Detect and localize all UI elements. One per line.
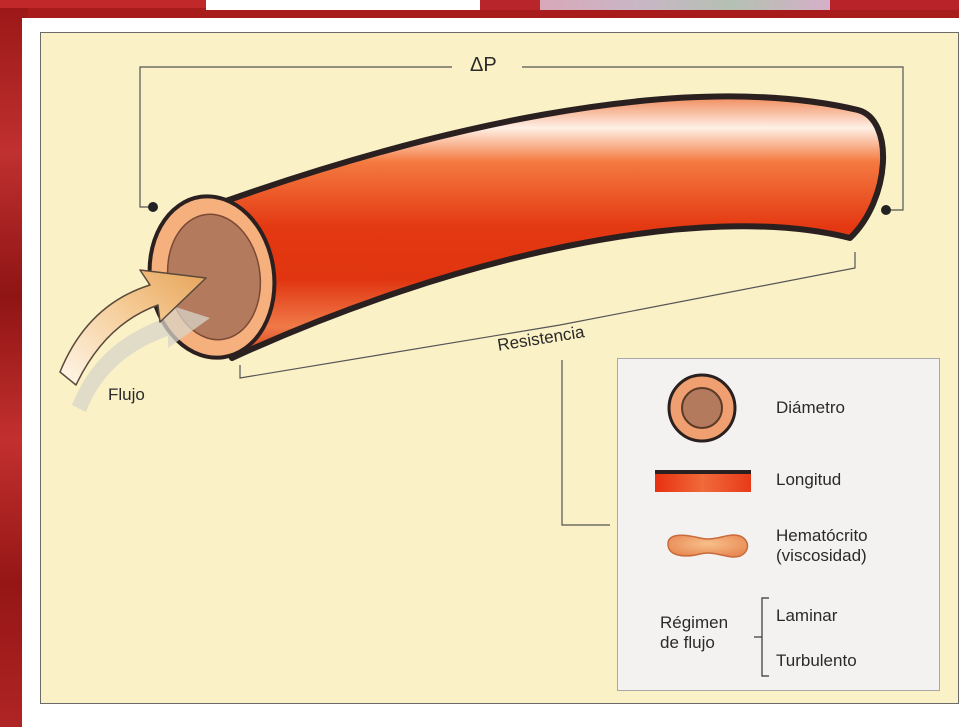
legend-diameter-label: Diámetro	[776, 398, 845, 418]
legend-turbulent-label: Turbulento	[776, 651, 857, 671]
legend-hematocrit-icon	[668, 535, 748, 557]
pressure-point-right	[881, 205, 891, 215]
legend-length-label: Longitud	[776, 470, 841, 490]
pressure-point-left	[148, 202, 158, 212]
legend-viscosity-label: (viscosidad)	[776, 546, 867, 566]
legend-length-icon	[655, 470, 751, 492]
flow-label: Flujo	[108, 385, 145, 405]
legend-regime-label-2: de flujo	[660, 633, 715, 653]
delta-p-label: ΔP	[470, 54, 497, 77]
legend-hematocrit-label: Hematócrito	[776, 526, 868, 546]
legend-regime-label: Régimen	[660, 613, 728, 633]
blood-vessel	[139, 96, 883, 365]
legend-laminar-label: Laminar	[776, 606, 837, 626]
legend-regime-brace	[754, 598, 769, 676]
legend-diameter-icon	[669, 375, 735, 441]
